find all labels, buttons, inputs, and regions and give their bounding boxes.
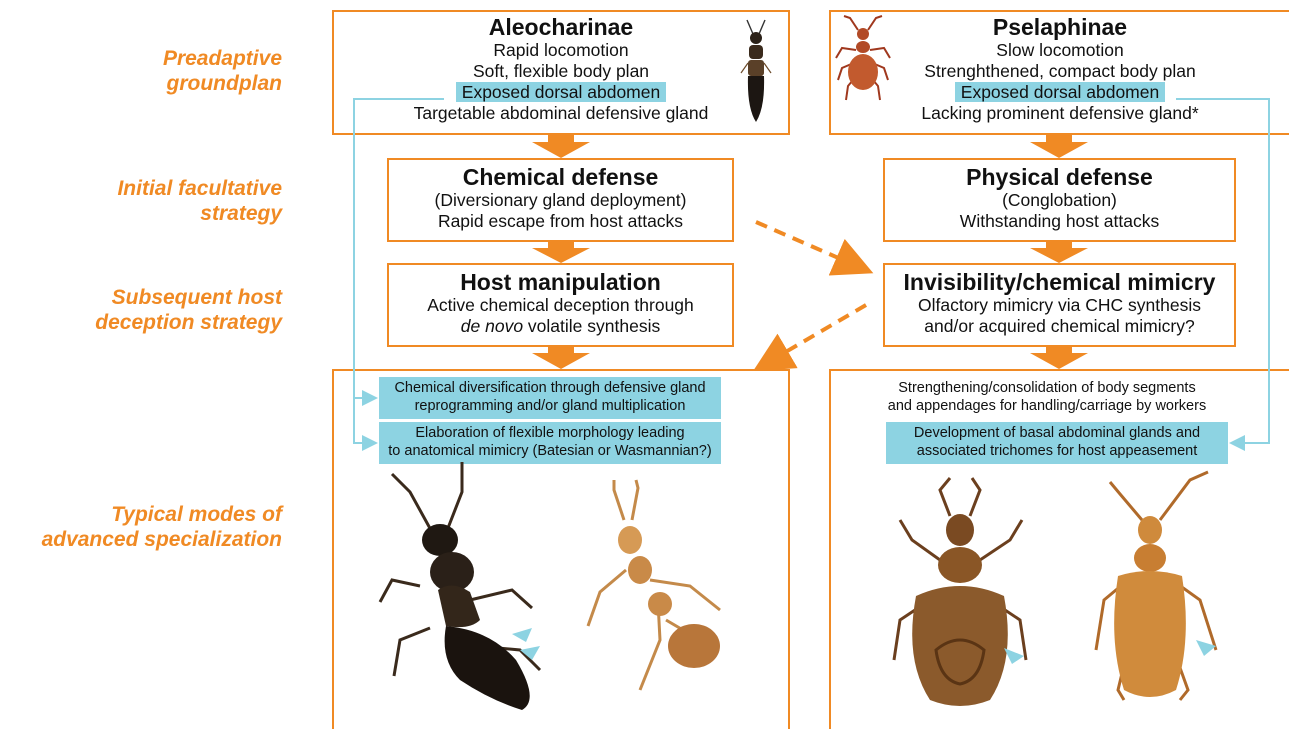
row-label-preadaptive: Preadaptive groundplan	[163, 46, 282, 96]
exposed-dorsal-abdomen-highlight: Exposed dorsal abdomen	[955, 82, 1165, 102]
box-line: associated trichomes for host appeasemen…	[886, 442, 1228, 460]
down-arrow	[532, 134, 590, 158]
down-arrow	[1030, 241, 1088, 263]
row-label-initial: Initial facultative strategy	[117, 176, 282, 226]
host-manipulation-box: Host manipulation Active chemical decept…	[387, 263, 734, 347]
subsequent-line: Active chemical deception through	[389, 295, 732, 316]
aleocharinae-title: Aleocharinae	[334, 14, 788, 40]
pselaphinae-groundplan-box: Pselaphinae Slow locomotion Strenghthene…	[829, 10, 1289, 135]
host-manipulation-title: Host manipulation	[389, 269, 732, 295]
de-novo-italic: de novo	[461, 316, 523, 336]
groundplan-line: Slow locomotion	[831, 40, 1289, 61]
pselaphinae-beetle-image	[832, 14, 894, 106]
dashed-orange-arrows	[756, 222, 866, 367]
row-label-line: deception strategy	[95, 310, 282, 335]
invisibility-mimicry-title: Invisibility/chemical mimicry	[885, 269, 1234, 295]
row-label-line: Typical modes of	[42, 502, 282, 527]
row-label-typical: Typical modes of advanced specialization	[42, 502, 282, 552]
box-line: Development of basal abdominal glands an…	[886, 424, 1228, 442]
physical-defense-title: Physical defense	[885, 164, 1234, 190]
groundplan-line: Rapid locomotion	[334, 40, 788, 61]
initial-line: (Conglobation)	[885, 190, 1234, 211]
dashed-arrow	[760, 305, 866, 367]
groundplan-line: Targetable abdominal defensive gland	[334, 103, 788, 124]
row-label-line: groundplan	[163, 71, 282, 96]
box-line: reprogramming and/or gland multiplicatio…	[379, 397, 721, 415]
groundplan-line: Strenghthened, compact body plan	[831, 61, 1289, 82]
initial-line: Rapid escape from host attacks	[389, 211, 732, 232]
physical-defense-box: Physical defense (Conglobation) Withstan…	[883, 158, 1236, 242]
row-label-line: Subsequent host	[95, 285, 282, 310]
subsequent-line: Olfactory mimicry via CHC synthesis	[885, 295, 1234, 316]
subsequent-line-rest: volatile synthesis	[523, 316, 660, 336]
box-line: Elaboration of flexible morphology leadi…	[379, 424, 721, 442]
chemical-diversification-box: Chemical diversification through defensi…	[379, 377, 721, 419]
row-label-line: Preadaptive	[163, 46, 282, 71]
chemical-defense-title: Chemical defense	[389, 164, 732, 190]
basal-abdominal-glands-box: Development of basal abdominal glands an…	[886, 422, 1228, 464]
exposed-dorsal-abdomen-highlight: Exposed dorsal abdomen	[456, 82, 666, 102]
down-arrow	[1030, 134, 1088, 158]
down-arrow	[1030, 346, 1088, 369]
box-line: Chemical diversification through defensi…	[379, 379, 721, 397]
pselaphinae-title: Pselaphinae	[831, 14, 1289, 40]
plain-line: and appendages for handling/carriage by …	[862, 397, 1232, 415]
groundplan-line: Soft, flexible body plan	[334, 61, 788, 82]
box-line: to anatomical mimicry (Batesian or Wasma…	[379, 442, 721, 460]
aleocharinae-beetle-image	[736, 18, 776, 126]
strengthening-text: Strengthening/consolidation of body segm…	[862, 379, 1232, 415]
down-arrow	[532, 241, 590, 263]
row-label-line: Initial facultative	[117, 176, 282, 201]
subsequent-line: de novo volatile synthesis	[389, 316, 732, 337]
chemical-defense-box: Chemical defense (Diversionary gland dep…	[387, 158, 734, 242]
subsequent-line: and/or acquired chemical mimicry?	[885, 316, 1234, 337]
row-label-line: advanced specialization	[42, 527, 282, 552]
row-label-subsequent: Subsequent host deception strategy	[95, 285, 282, 335]
plain-line: Strengthening/consolidation of body segm…	[862, 379, 1232, 397]
aleocharinae-groundplan-box: Aleocharinae Rapid locomotion Soft, flex…	[332, 10, 790, 135]
initial-line: Withstanding host attacks	[885, 211, 1234, 232]
invisibility-mimicry-box: Invisibility/chemical mimicry Olfactory …	[883, 263, 1236, 347]
dashed-arrow	[756, 222, 866, 270]
initial-line: (Diversionary gland deployment)	[389, 190, 732, 211]
row-label-line: strategy	[117, 201, 282, 226]
down-arrow	[532, 346, 590, 369]
anatomical-mimicry-box: Elaboration of flexible morphology leadi…	[379, 422, 721, 464]
groundplan-line: Lacking prominent defensive gland*	[831, 103, 1289, 124]
